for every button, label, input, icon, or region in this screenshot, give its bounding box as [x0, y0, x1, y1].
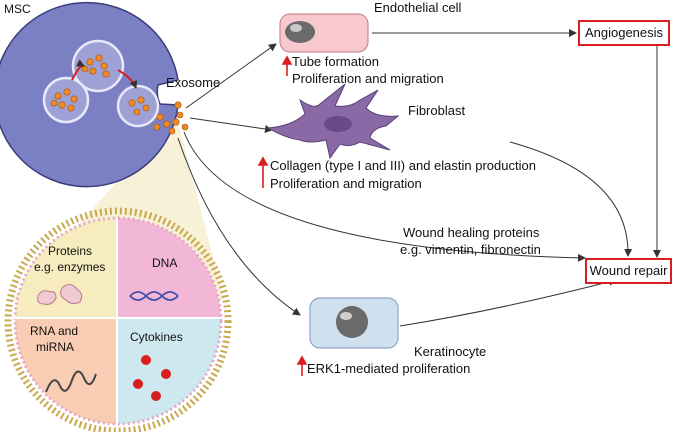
fibroblast-label: Fibroblast: [408, 103, 466, 118]
endothelial-label: Endothelial cell: [374, 0, 462, 15]
angiogenesis-box: Angiogenesis: [578, 20, 670, 46]
cytokine-dot-icon: [133, 355, 171, 401]
proteins-example-label: e.g. enzymes: [34, 260, 106, 274]
wound-repair-box: Wound repair: [585, 258, 672, 284]
erk1-label: ERK1-mediated proliferation: [307, 361, 471, 376]
endothelial-proliferation-label: Proliferation and migration: [292, 71, 444, 86]
exosome-label: Exosome: [166, 75, 221, 90]
proteins-label: Proteins: [48, 244, 93, 258]
fibroblast-proliferation-label: Proliferation and migration: [270, 176, 422, 191]
up-arrow-icon: [257, 55, 308, 376]
rna-label: RNA and: [30, 324, 79, 338]
fibroblast-cell: [266, 83, 400, 160]
dna-label: DNA: [152, 256, 178, 270]
wound-healing-examples-label: e.g. vimentin, fibronectin: [400, 242, 541, 257]
rna-strand-icon: [45, 370, 97, 393]
tube-formation-label: Tube formation: [292, 54, 379, 69]
mirna-label: miRNA: [36, 340, 74, 354]
msc-label: MSC: [4, 2, 31, 16]
endothelial-cell: [279, 13, 369, 53]
protein-icon: [37, 284, 83, 305]
exosome-arrows: [177, 29, 661, 327]
wound-healing-proteins-label: Wound healing proteins: [403, 225, 540, 240]
keratinocyte-cell: [309, 297, 399, 349]
exosome-cluster: [153, 101, 189, 135]
keratinocyte-label: Keratinocyte: [414, 344, 487, 359]
dna-helix-icon: [129, 291, 179, 301]
collagen-label: Collagen (type I and III) and elastin pr…: [270, 158, 536, 173]
cytokines-label: Cytokines: [130, 330, 183, 344]
msc-cell: [0, 1, 179, 188]
